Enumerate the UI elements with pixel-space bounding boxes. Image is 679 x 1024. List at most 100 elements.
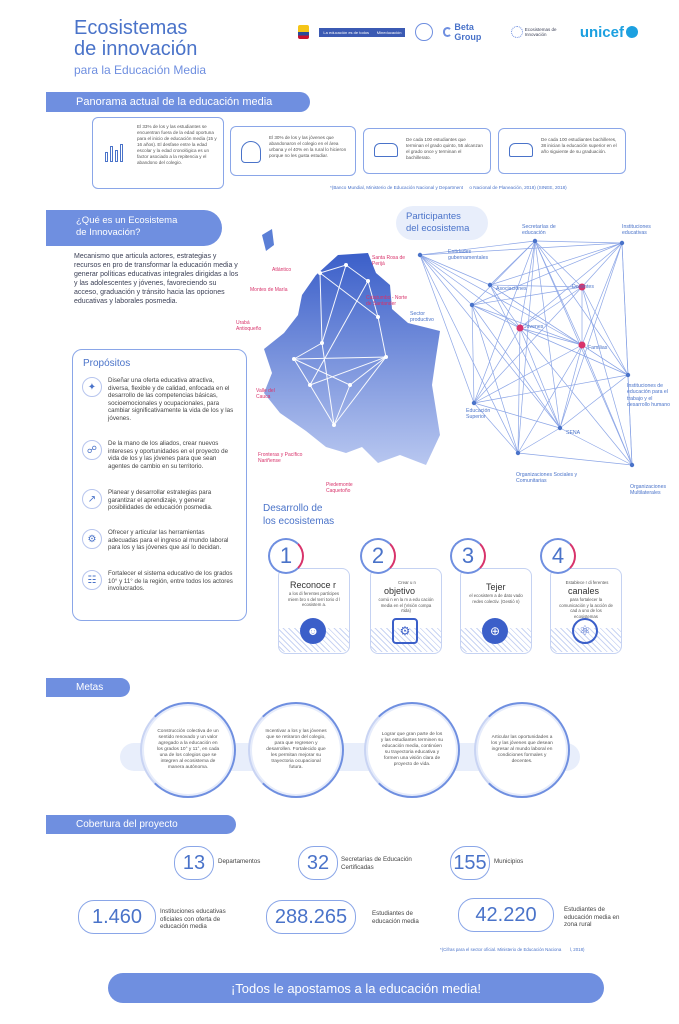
coverage-estudiantes-label: Estudiantes de educación media xyxy=(372,910,419,925)
meta-item-3: Lograr que gran parte de los y las estud… xyxy=(364,702,460,798)
proposito-item-1: ✦ Diseñar una oferta educativa atractiva… xyxy=(82,377,242,423)
desarrollo-line-2: los ecosistemas xyxy=(263,516,335,527)
metas-heading: Metas xyxy=(46,678,130,697)
step-1-text: a los di ferentes partícipes miem bro s … xyxy=(287,591,341,607)
map-label-santa-rosa: Santa Rosa de Perijá xyxy=(372,255,406,267)
stat-card-4-text: De cada 100 estudiantes bachilleres, 38 … xyxy=(541,137,617,154)
step-3-number-circle: 3 xyxy=(450,538,486,574)
page-subtitle: para la Educación Media xyxy=(74,63,207,77)
que-es-line-1: ¿Qué es un Ecosistema xyxy=(76,215,178,226)
proposito-2-text: De la mano de los aliados, crear nuevos … xyxy=(108,440,229,470)
cobertura-heading: Cobertura del proyecto xyxy=(46,815,236,834)
map-islands xyxy=(262,229,274,251)
cobertura-source: *(Cifras para el sector oficial. Ministe… xyxy=(440,947,585,952)
node-jovenes: Jóvenes xyxy=(524,324,544,330)
step-1-number: 1 xyxy=(279,543,293,568)
handshake-icon: ☍ xyxy=(82,440,102,460)
step-2-title: objetivo xyxy=(384,586,416,596)
proposito-item-3: ↗ Planear y desarrollar estrategias para… xyxy=(82,489,242,512)
panorama-source: *(Banco Mundial, Ministerio de Educación… xyxy=(330,184,567,191)
meta-3-text: Lograr que gran parte de los y las estud… xyxy=(368,706,456,794)
meta-item-4: Articular las oportunidades a los y las … xyxy=(474,702,570,798)
node-secretarias: Secretarías de educación xyxy=(522,224,556,237)
step-2-number-circle: 2 xyxy=(360,538,396,574)
map-shape xyxy=(264,253,440,465)
participantes-line-2: del ecosistema xyxy=(406,223,470,234)
colombia-shield-logo xyxy=(298,25,310,39)
mineducacion-logo-text: La educación es de todos xyxy=(323,29,370,35)
map-label-piedemonte: Piedemonte Caquetoño xyxy=(326,482,353,494)
coverage-instituciones-value: 1.460 xyxy=(91,905,143,928)
meta-4-text: Articular las oportunidades a los y las … xyxy=(478,706,566,794)
step-1-title: Reconoce r xyxy=(290,580,337,590)
meta-2-text: Incentivar a los y las jóvenes que se re… xyxy=(252,706,340,794)
proposito-4-text: Ofrecer y articular las herramientas ade… xyxy=(108,529,229,552)
circuit-icon: ⚙ xyxy=(392,618,418,644)
coverage-rural-label: Estudiantes de educación media en zona r… xyxy=(564,906,620,928)
node-educacion-superior: Educación Superior xyxy=(466,408,491,421)
mineducacion-logo: La educación es de todos Mineducación xyxy=(319,27,406,37)
colombia-map xyxy=(262,229,440,465)
coverage-municipios-value: 155 xyxy=(453,851,487,874)
map-label-montes-maria: Montes de María xyxy=(250,287,288,293)
step-4-text: para fortalecer la comunicación y la acc… xyxy=(559,597,613,619)
brain-icon: ✦ xyxy=(82,377,102,397)
unicef-globe-icon xyxy=(626,26,638,38)
coverage-secretarias-value: 32 xyxy=(306,851,330,874)
betagroup-logo-text: Beta Group xyxy=(454,22,482,42)
mineducacion-logo-sub: Mineducación xyxy=(376,29,402,35)
stat-card-3-text: De cada 100 estudiantes que terminan el … xyxy=(406,137,483,160)
team-icon: ☷ xyxy=(82,570,102,590)
coverage-instituciones-number: 1.460 xyxy=(78,900,156,934)
footer-banner: ¡Todos le apostamos a la educación media… xyxy=(108,973,604,1003)
map-label-uraba: Urabá Antioqueño xyxy=(236,320,262,332)
unicef-logo: unicef xyxy=(580,24,638,41)
stat-card-1-text: El 33% de los y las estudiantes se encue… xyxy=(137,124,217,165)
beta-swirl-icon xyxy=(442,27,453,37)
alcaldia-logo xyxy=(415,23,433,41)
growth-icon: ↗ xyxy=(82,489,102,509)
people-icon: ☻ xyxy=(300,618,326,644)
map-label-atlantico: Atlántico xyxy=(272,267,292,273)
node-instituciones-trabajo: Instituciones de educación para el traba… xyxy=(627,383,670,408)
bar-chart-icon xyxy=(105,140,127,162)
coverage-secretarias-number: 32 xyxy=(298,846,338,880)
desarrollo-heading: Desarrollo de los ecosistemas xyxy=(263,502,334,528)
step-2: 2 Crear u n objetivo comú n en la m a ed… xyxy=(360,538,444,658)
person-icon xyxy=(241,141,261,163)
map-label-valle: Valle del Cauca xyxy=(256,388,275,400)
step-4: 4 Establece r di ferentes canales para f… xyxy=(540,538,624,658)
step-1: 1 Reconoce r a los di ferentes partícipe… xyxy=(268,538,352,658)
participantes-heading: Participantes del ecosistema xyxy=(396,206,488,240)
stat-card-1: El 33% de los y las estudiantes se encue… xyxy=(92,117,224,189)
propositos-box: Propósitos xyxy=(72,349,247,621)
footer-banner-text: ¡Todos le apostamos a la educación media… xyxy=(230,980,482,996)
step-3: 3 Tejer el ecosistem a de dato vado rede… xyxy=(450,538,534,658)
coverage-departamentos-number: 13 xyxy=(174,846,214,880)
step-1-number-circle: 1 xyxy=(268,538,304,574)
panorama-heading: Panorama actual de la educación media xyxy=(46,92,310,112)
node-sector-productivo: Sector productivo xyxy=(410,311,434,324)
unicef-logo-text: unicef xyxy=(579,23,624,41)
proposito-item-4: ⚙ Ofrecer y articular las herramientas a… xyxy=(82,529,242,552)
node-sena: SENA xyxy=(566,430,581,436)
cobertura-source-a: *(Cifras para el sector oficial. Ministe… xyxy=(440,947,562,952)
proposito-item-2: ☍ De la mano de los aliados, crear nuevo… xyxy=(82,440,242,470)
logo-bar: La educación es de todos Mineducación Be… xyxy=(298,20,638,44)
page-title: Ecosistemas de innovación xyxy=(74,18,197,60)
coverage-municipios-label: Municipios xyxy=(494,858,524,865)
participantes-line-1: Participantes xyxy=(406,211,461,222)
node-docentes: Docentes xyxy=(572,284,594,290)
step-3-number: 3 xyxy=(461,543,475,568)
step-2-hatch xyxy=(370,628,442,652)
ecosistemas-logo: Ecosistemas de Innovación xyxy=(510,26,570,38)
propositos-title: Propósitos xyxy=(83,358,131,369)
stat-card-4: De cada 100 estudiantes bachilleres, 38 … xyxy=(498,128,626,174)
stat-card-3: De cada 100 estudiantes que terminan el … xyxy=(363,128,491,174)
cobertura-source-b: l, 2018) xyxy=(569,947,585,952)
proposito-5-text: Fortalecer el sistema educativo de los g… xyxy=(108,570,233,593)
coverage-departamentos-value: 13 xyxy=(182,851,206,874)
step-4-pre: Establece r di ferentes xyxy=(565,580,609,585)
desarrollo-line-1: Desarrollo de xyxy=(263,503,323,514)
title-line-1: Ecosistemas xyxy=(74,17,188,39)
